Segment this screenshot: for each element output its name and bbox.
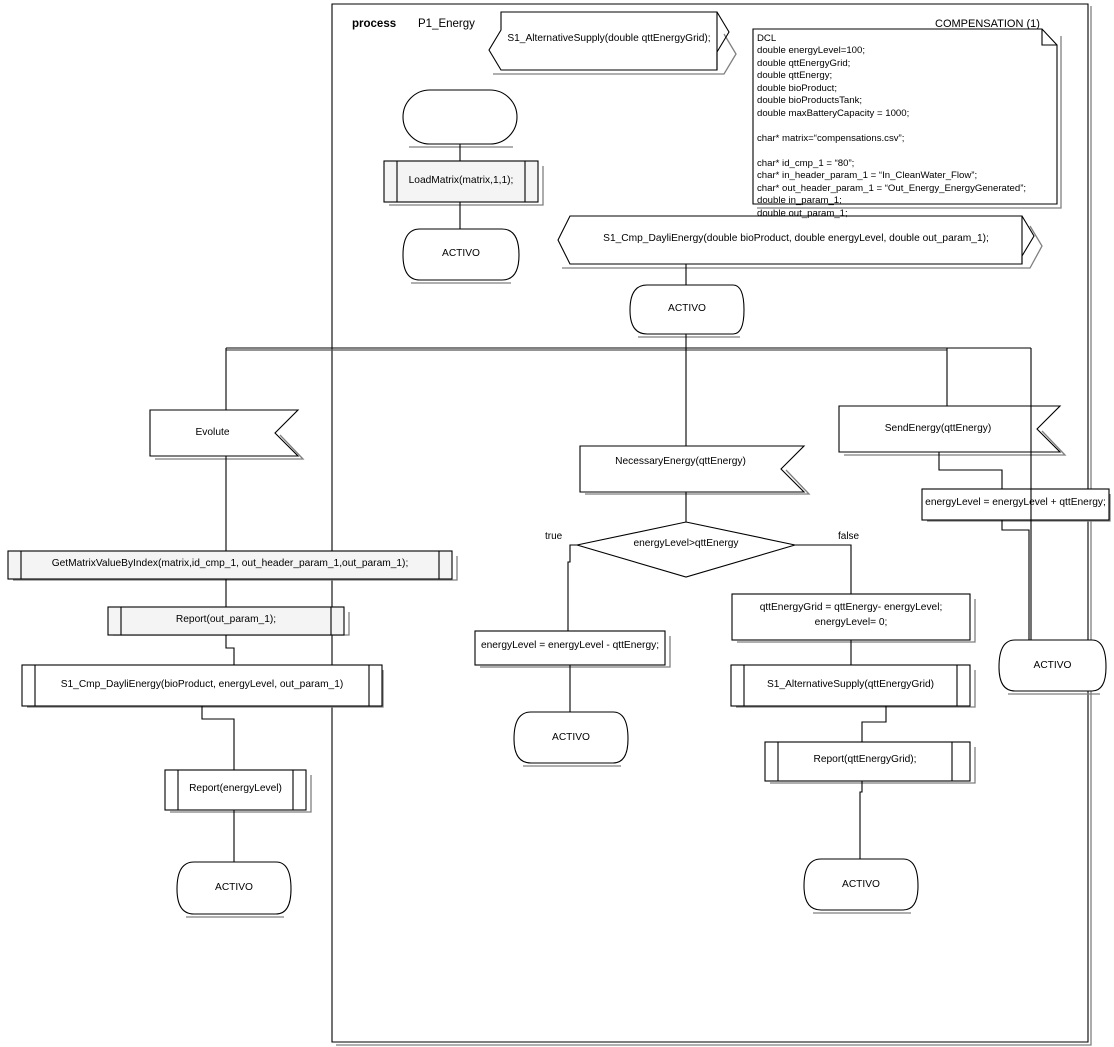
state-activo-false-shape xyxy=(803,858,919,914)
signal-decl-cmp-dayli-shape xyxy=(557,215,1043,269)
report-grid-shape xyxy=(764,741,976,784)
state-activo-right-shape xyxy=(998,639,1107,695)
task-grid-shape xyxy=(731,593,976,643)
call-cmp-dayli-energy-shape xyxy=(21,664,384,708)
input-evolute-shape xyxy=(149,409,305,460)
get-matrix-value-shape xyxy=(7,550,458,581)
load-matrix-shape xyxy=(383,160,544,206)
signal-decl-alternative-supply-shape xyxy=(488,11,737,75)
task-subtract-shape xyxy=(474,630,671,668)
start-state-shape xyxy=(402,89,518,148)
input-send-energy-shape xyxy=(838,405,1067,456)
decision-shape xyxy=(576,521,796,578)
state-activo-1-shape xyxy=(402,228,520,284)
state-activo-left-shape xyxy=(176,861,292,918)
report-energy-level-shape xyxy=(164,769,312,813)
state-activo-2-shape xyxy=(629,284,745,338)
input-necessary-energy-shape xyxy=(579,445,811,495)
state-activo-true-shape xyxy=(513,711,629,767)
declaration-note-shape xyxy=(752,28,1062,209)
task-add-shape xyxy=(921,488,1111,522)
call-alternative-supply-shape xyxy=(730,664,976,708)
report-out-param-shape xyxy=(107,606,350,636)
